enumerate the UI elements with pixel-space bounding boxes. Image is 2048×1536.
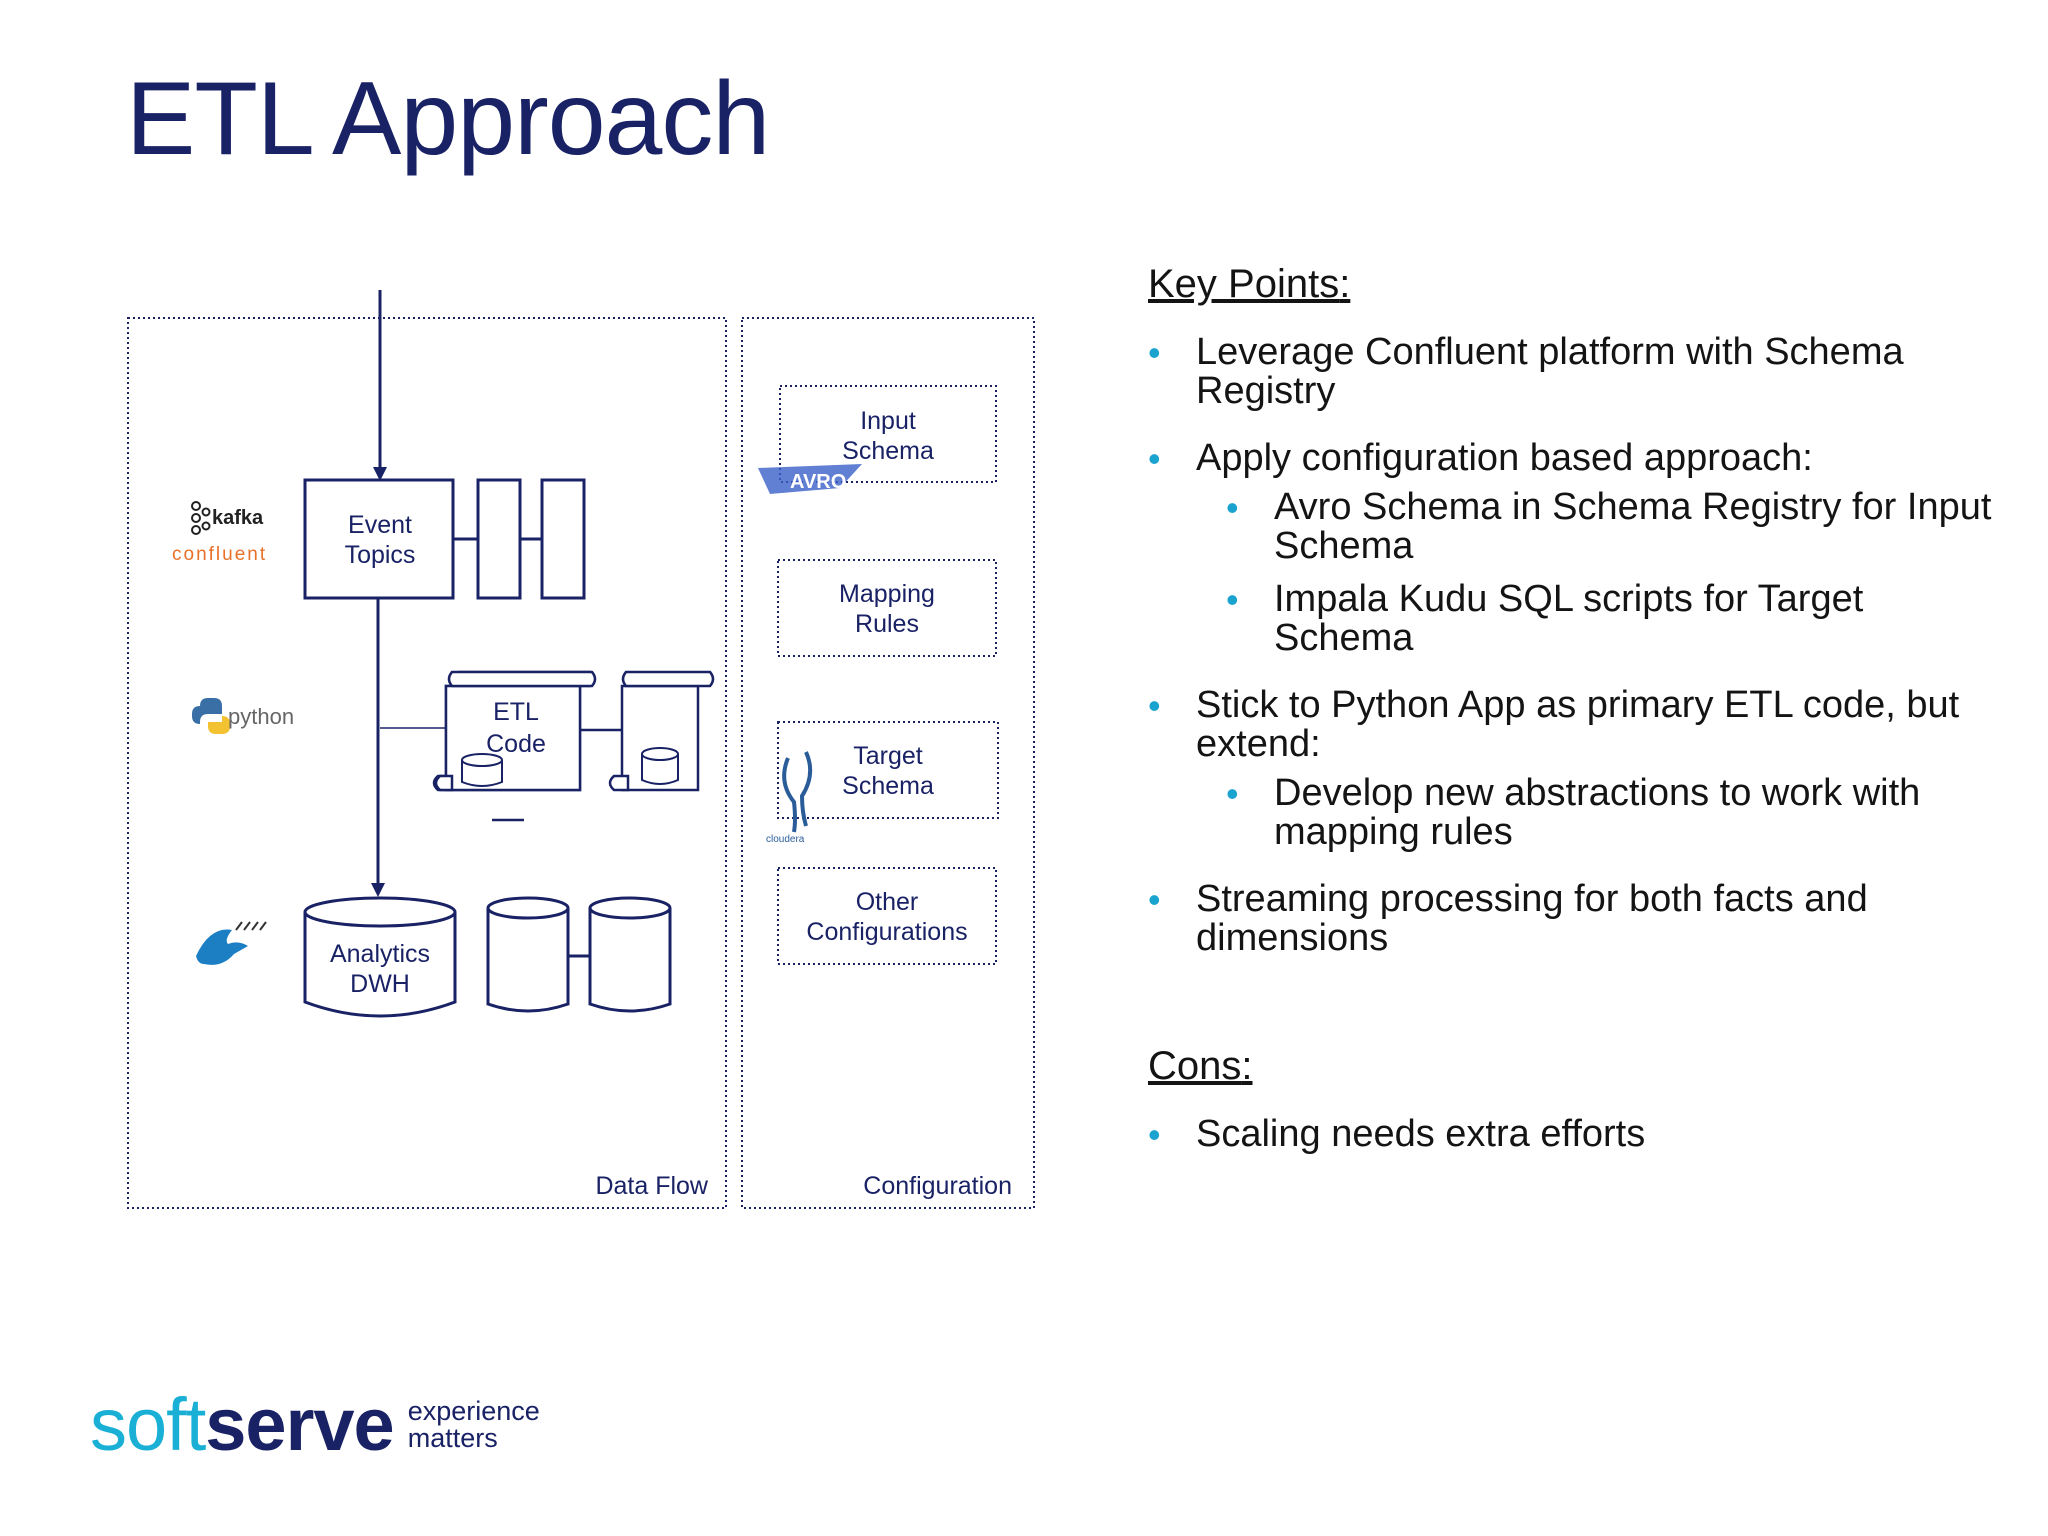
brand-serve: serve [205,1383,394,1466]
etl-diagram: Data Flow Configuration Event Topics ETL… [127,290,1035,1209]
configuration-label: Configuration [863,1172,1012,1200]
cons-section: Cons: Scaling needs extra efforts [1148,1044,2008,1154]
config-mapping-line2: Rules [855,610,919,638]
brand-tagline: experience matters [407,1395,540,1453]
etl-code-line1: ETL [493,698,539,726]
key-point-subitem: Avro Schema in Schema Registry for Input… [1196,488,2008,566]
cons-heading: Cons: [1148,1044,1253,1088]
etl-code-line2: Code [486,730,546,758]
key-points-heading: Key Points: [1148,262,1351,306]
key-points-list: Leverage Confluent platform with Schema … [1148,333,2008,958]
key-point-item: Streaming processing for both facts and … [1148,880,2008,958]
cloudera-logo-text: cloudera [766,834,805,845]
cloudera-logo: cloudera [766,751,813,845]
key-point-item: Leverage Confluent platform with Schema … [1148,333,2008,411]
avro-logo-text: AVRO [790,471,846,493]
key-point-item: Stick to Python App as primary ETL code,… [1148,686,2008,852]
analytics-dwh-line1: Analytics [330,940,430,968]
key-point-sublist: Develop new abstractions to work with ma… [1196,774,2008,852]
key-point-item: Apply configuration based approach:Avro … [1148,439,2008,658]
avro-logo: AVRO [758,464,862,494]
cons-list: Scaling needs extra efforts [1148,1115,2008,1155]
analytics-dwh-line2: DWH [350,970,410,998]
etl-db-icon [461,753,503,787]
key-point-sublist: Avro Schema in Schema Registry for Input… [1196,488,2008,658]
config-box-mapping-rules [777,559,997,657]
config-box-other [777,867,997,965]
kafka-logo-text: kafka [212,507,264,529]
topic-box-2 [476,478,522,600]
event-topics-line1: Event [348,511,412,539]
configuration-panel [741,317,1035,1209]
config-input-line1: Input [860,407,916,435]
brand-soft: soft [90,1383,206,1466]
config-other-line2: Configurations [806,918,967,946]
config-box-target-schema [777,721,999,819]
config-target-line2: Schema [842,772,934,800]
key-points-panel: Key Points: Leverage Confluent platform … [1148,262,2008,1182]
confluent-logo: confluent [172,544,267,565]
dwh-cylinder-2 [486,896,570,1013]
event-topics-line2: Topics [345,541,416,569]
config-other-line1: Other [856,888,919,916]
python-logo-text: python [228,704,294,729]
kafka-logo: kafka [191,501,264,535]
event-topics-box [303,478,455,600]
config-target-line1: Target [853,742,923,770]
data-flow-label: Data Flow [595,1172,708,1200]
slide-title: ETL Approach [126,61,770,177]
cons-item: Scaling needs extra efforts [1148,1115,2008,1155]
key-point-subitem: Impala Kudu SQL scripts for Target Schem… [1196,580,2008,658]
data-flow-panel [127,317,727,1209]
etl-db-icon-2 [641,747,679,785]
topic-box-3 [540,478,586,600]
config-input-line2: Schema [842,437,934,465]
impala-logo [196,921,267,965]
python-logo: python [192,698,294,734]
softserve-logo: soft serve experience matters [90,1382,540,1467]
dwh-cylinder-3 [588,896,672,1013]
key-point-subitem: Develop new abstractions to work with ma… [1196,774,2008,852]
config-box-input-schema [779,385,997,483]
analytics-dwh-cylinder [303,896,457,1018]
config-mapping-line1: Mapping [839,580,935,608]
